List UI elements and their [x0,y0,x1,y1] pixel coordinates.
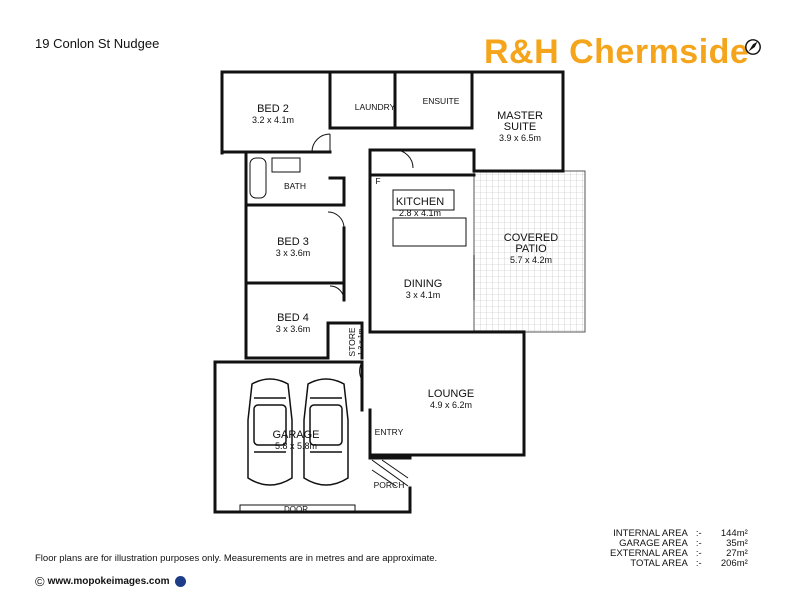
area-row-garage: GARAGE AREA :- 35m² [610,539,748,549]
patio-label-1: COVERED [504,232,558,244]
wall-lounge [360,330,526,457]
fridge-label: F [375,176,380,186]
website-credit: © www.mopokeimages.com [35,574,187,589]
garage-door-line [239,504,356,512]
area-separator: :- [695,548,702,559]
door-swing-4 [329,285,345,301]
area-value: 35m² [726,538,748,549]
wall-hall-top [310,70,397,154]
porch-hatch [371,459,409,487]
door-swing-1 [311,133,331,153]
kitchen-label: KITCHEN [396,196,444,208]
lounge-dims: 4.9 x 6.2m [430,400,472,410]
bed2-dims: 3.2 x 4.1m [252,115,294,125]
kitchen-dims: 2.8 x 4.1m [399,208,441,218]
garage-door-label: DOOR [284,505,308,514]
area-separator: :- [695,528,702,539]
compass-icon [745,39,761,55]
sliding-door-patio [473,255,520,333]
property-address: 19 Conlon St Nudgee [35,36,160,51]
patio-label-2: PATIO [515,243,547,255]
mopoke-logo-icon [175,576,187,587]
wall-garage [213,360,412,514]
entry-label: ENTRY [375,427,404,437]
wall-bath [244,150,346,207]
area-row-total: TOTAL AREA :- 206m² [610,558,748,569]
garage-dims: 5.8 x 5.8m [275,441,317,451]
door-swing-6 [394,149,414,169]
vanity [271,157,301,173]
wall-kitchen [368,148,476,332]
copyright-icon: © [35,574,45,589]
area-label: TOTAL AREA [630,558,688,569]
master-label-2: SUITE [504,121,536,133]
car-right-icon [303,378,349,486]
bed4-label: BED 4 [277,312,309,324]
website-link[interactable]: www.mopokeimages.com [47,576,170,587]
area-summary: INTERNAL AREA :- 144m² GARAGE AREA :- 35… [610,529,748,569]
kitchen-bench [392,217,467,247]
garage-label: GARAGE [272,429,319,441]
master-label-1: MASTER [497,110,543,122]
porch-label: PORCH [374,480,405,490]
bed2-label: BED 2 [257,103,289,115]
kitchen-island [392,189,455,211]
laundry-label: LAUNDRY [355,102,396,112]
door-swing-5 [359,361,363,381]
area-separator: :- [695,558,702,569]
bath-label: BATH [284,181,306,191]
area-row-internal: INTERNAL AREA :- 144m² [610,529,748,539]
area-label: EXTERNAL AREA [610,548,688,559]
patio-dims: 5.7 x 4.2m [510,255,552,265]
area-separator: :- [695,538,702,549]
bed3-dims: 3 x 3.6m [276,248,311,258]
lounge-label: LOUNGE [428,388,474,400]
door-swing-3 [327,211,345,229]
wall-master [470,70,565,173]
area-value: 144m² [720,528,748,539]
area-value: 206m² [720,558,748,569]
store-dims: 1.3 x 1m [358,328,365,355]
master-dims: 3.9 x 6.5m [499,133,541,143]
car-left-icon [247,378,293,486]
area-row-external: EXTERNAL AREA :- 27m² [610,549,748,559]
wall-bed3 [244,203,346,285]
area-value: 27m² [726,548,748,559]
dining-label: DINING [404,278,443,290]
bed3-label: BED 3 [277,236,309,248]
patio-area [473,170,586,333]
area-label: GARAGE AREA [619,538,688,549]
wall-bed2 [220,70,397,155]
bed4-dims: 3 x 3.6m [276,324,311,334]
disclaimer: Floor plans are for illustration purpose… [35,553,438,564]
ensuite-label: ENSUITE [423,96,460,106]
agency-brand: R&H Chermside [484,33,750,71]
dining-dims: 3 x 4.1m [406,290,441,300]
store-label: STORE [347,327,357,356]
area-label: INTERNAL AREA [613,528,688,539]
bath-tub [249,157,267,199]
